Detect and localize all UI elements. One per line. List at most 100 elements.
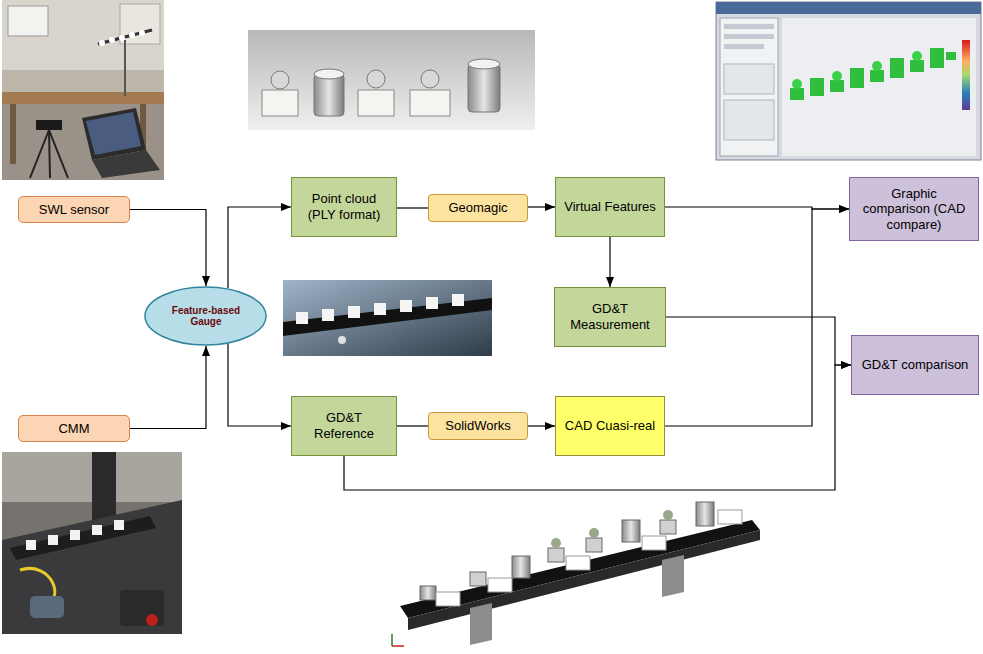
output-box: GD&T comparison xyxy=(851,335,979,395)
software-screenshot-part xyxy=(790,88,804,100)
software-screenshot-part xyxy=(872,61,882,71)
cad-model-part xyxy=(663,510,673,520)
lab-photo-part xyxy=(10,104,16,164)
software-screenshot-part xyxy=(724,34,774,39)
gauge-photo xyxy=(283,280,492,356)
lab-photo-part xyxy=(139,30,145,36)
cmm-photo-part xyxy=(2,500,182,634)
gauge-photo-part xyxy=(348,306,360,318)
connector xyxy=(228,207,291,288)
cad-model-part xyxy=(470,603,492,645)
connector xyxy=(344,365,851,490)
lab-photo-part xyxy=(49,130,50,178)
lab-photo-part xyxy=(2,0,164,70)
cad-model-part xyxy=(622,520,640,542)
cad-model-part xyxy=(512,556,530,578)
process-box: Point cloud (PLY format) xyxy=(291,177,397,237)
software-screenshot-part xyxy=(716,2,981,160)
cad-model-part xyxy=(642,536,666,550)
software-screenshot-part xyxy=(724,100,774,140)
cad-model-part xyxy=(436,592,460,606)
software-screenshot-part xyxy=(870,70,884,82)
cmm-photo-part xyxy=(92,525,102,535)
software-screenshot-part xyxy=(890,58,904,78)
cad-model-part xyxy=(488,578,512,592)
node-label: GD&T comparison xyxy=(862,357,969,373)
cad-model-part xyxy=(392,645,404,647)
gauge-photo-part xyxy=(322,309,334,321)
software-screenshot-part xyxy=(832,71,842,81)
cmm-photo-part xyxy=(2,452,182,634)
ellipse-outline xyxy=(145,287,266,345)
features-render xyxy=(248,30,535,130)
node-label: Geomagic xyxy=(448,200,507,216)
cmm-photo-part xyxy=(30,596,64,618)
lab-photo-part xyxy=(129,32,135,38)
cmm-photo-part xyxy=(146,614,158,626)
software-screenshot-part xyxy=(792,79,802,89)
output-box: Graphic comparison (CAD compare) xyxy=(849,177,979,241)
node-label: Point cloud (PLY format) xyxy=(298,191,390,222)
cad-model-part xyxy=(566,556,590,570)
software-box: SolidWorks xyxy=(428,412,528,440)
node-label: CMM xyxy=(58,421,89,437)
node-label: Virtual Features xyxy=(564,199,656,215)
features-render-part xyxy=(248,30,535,130)
cmm-photo-part xyxy=(70,530,80,540)
sensor-box: SWL sensor xyxy=(18,196,130,223)
lab-photo-part xyxy=(8,6,48,36)
lab-photo xyxy=(2,0,164,180)
lab-photo-part xyxy=(124,40,126,96)
cmm-photo-part xyxy=(120,590,164,626)
node-label: GD&T Reference xyxy=(298,410,390,441)
features-render-part xyxy=(421,70,439,88)
features-render-part xyxy=(314,69,344,79)
cad-model-part xyxy=(420,586,436,600)
cad-model-part xyxy=(548,548,564,562)
process-box: GD&T Measurement xyxy=(554,287,666,347)
software-screenshot-part xyxy=(912,51,922,61)
connector xyxy=(528,425,555,426)
gauge-photo-part xyxy=(283,280,492,356)
gauge-photo-part xyxy=(452,294,464,306)
connector xyxy=(666,317,851,365)
features-render-part xyxy=(468,59,500,69)
cad-model-part xyxy=(718,510,742,524)
features-render-part xyxy=(271,71,289,89)
software-screenshot-part xyxy=(946,52,956,60)
software-screenshot-part xyxy=(830,80,844,92)
cmm-photo xyxy=(2,452,182,634)
software-screenshot-part xyxy=(850,68,864,88)
features-render-part xyxy=(410,90,450,116)
lab-photo-part xyxy=(2,92,164,104)
cad-model-part xyxy=(470,572,486,586)
connector xyxy=(228,344,291,426)
cmm-photo-part xyxy=(26,540,36,550)
lab-photo-part xyxy=(36,120,62,130)
software-screenshot-part xyxy=(724,24,774,29)
lab-photo-part xyxy=(86,112,141,155)
software-screenshot-part xyxy=(720,18,778,156)
lab-photo-part xyxy=(92,150,160,178)
sensor-box: CMM xyxy=(18,415,130,442)
features-render-part xyxy=(367,70,385,88)
software-screenshot-part xyxy=(782,18,976,156)
gauge-photo-part xyxy=(296,312,308,324)
cad-model-part xyxy=(391,634,393,646)
gauge-photo-part xyxy=(400,300,412,312)
node-label: GD&T Measurement xyxy=(561,301,659,332)
software-screenshot xyxy=(716,2,981,160)
lab-photo-part xyxy=(99,40,105,46)
node-label: CAD Cuasi-real xyxy=(565,418,655,434)
cmm-photo-part xyxy=(48,535,58,545)
lab-photo-part xyxy=(2,0,164,180)
cad-model-part xyxy=(586,538,602,552)
connector xyxy=(609,237,610,287)
cad-model-part xyxy=(660,520,676,534)
connector xyxy=(130,346,206,429)
lab-photo-part xyxy=(49,130,68,178)
lab-photo-part xyxy=(109,37,115,43)
node-label: SolidWorks xyxy=(445,418,511,434)
cad-model-part xyxy=(662,555,684,597)
